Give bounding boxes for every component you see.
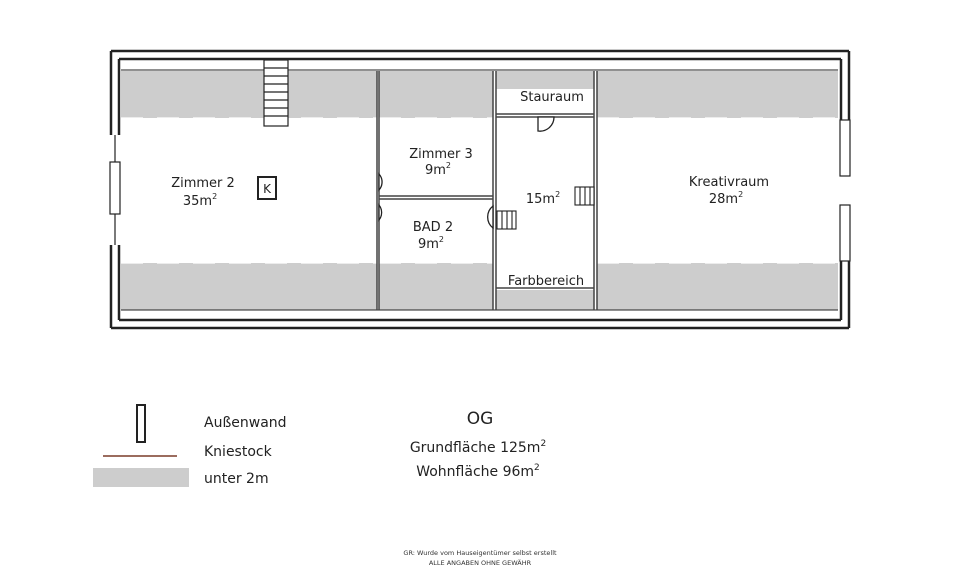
room-stauraum: Stauraum: [520, 90, 584, 105]
grundflaeche: Grundfläche 125m2: [410, 439, 546, 456]
window-right: [839, 119, 851, 177]
chimney-label: K: [263, 182, 272, 196]
legend: Außenwand Kniestock unter 2m: [93, 404, 287, 487]
area-unit-sup: 2: [555, 190, 560, 199]
door-bad2: [378, 203, 383, 222]
shade-top-right: [597, 71, 838, 118]
legend-aussenwand-label: Außenwand: [204, 415, 287, 431]
room-flur: 15m2: [526, 190, 560, 207]
room-name: Stauraum: [520, 90, 584, 105]
legend-aussenwand-symbol: [136, 404, 146, 443]
room-name: BAD 2: [413, 220, 453, 235]
shade-bottom-farb: [496, 290, 594, 310]
shade-bottom-left: [121, 263, 377, 310]
footer: GR: Wurde vom Hauseigentümer selbst erst…: [403, 549, 557, 567]
stairs-flur-left: [496, 210, 517, 230]
room-area: 9m2: [425, 161, 451, 178]
doors: [378, 116, 555, 230]
windows: [109, 119, 851, 262]
area-unit-sup: 2: [540, 439, 546, 449]
area-unit-sup: 2: [738, 190, 743, 199]
kniestock-lines: [121, 117, 838, 264]
door-zimmer3: [378, 172, 383, 192]
shade-top-left: [121, 71, 377, 118]
stairs-flur-right: [574, 186, 595, 206]
room-name: Kreativraum: [689, 175, 769, 190]
area-summary: OG Grundfläche 125m2 Wohnfläche 96m2: [410, 409, 546, 480]
room-name: Zimmer 3: [409, 147, 473, 162]
interior-walls: [376, 71, 598, 310]
window-left: [109, 161, 121, 215]
wohnflaeche: Wohnfläche 96m2: [416, 463, 540, 480]
legend-unter2m-symbol: [93, 468, 189, 487]
shade-bottom-right: [597, 263, 838, 310]
door-stauraum: [537, 116, 555, 132]
room-area: 28m2: [709, 190, 743, 207]
area-unit-sup: 2: [212, 192, 217, 201]
under-2m-zones: [121, 71, 838, 310]
window-right-2: [839, 204, 851, 262]
room-bad2: BAD 2 9m2: [413, 220, 453, 252]
area-unit-sup: 2: [446, 161, 451, 170]
stairs-top: [263, 59, 289, 127]
footer-line-1: GR: Wurde vom Hauseigentümer selbst erst…: [403, 549, 557, 557]
chimney: K: [257, 176, 277, 200]
room-kreativraum: Kreativraum 28m2: [689, 175, 769, 207]
room-area: 35m2: [183, 192, 217, 209]
area-unit-sup: 2: [439, 235, 444, 244]
room-area: 9m2: [418, 235, 444, 252]
legend-kniestock-label: Kniestock: [204, 444, 273, 460]
footer-line-2: ALLE ANGABEN OHNE GEWÄHR: [429, 558, 532, 567]
room-zimmer2: Zimmer 2 35m2: [171, 176, 235, 209]
shade-bottom-mid: [379, 263, 493, 310]
legend-unter2m-label: unter 2m: [204, 471, 269, 487]
area-unit-sup: 2: [534, 463, 540, 473]
shade-top-mid: [379, 71, 493, 118]
floor-title: OG: [467, 409, 494, 429]
room-name: Zimmer 2: [171, 176, 235, 191]
room-area: 15m2: [526, 190, 560, 207]
outer-walls: [109, 49, 851, 330]
room-name: Farbbereich: [508, 274, 584, 289]
room-farbbereich: Farbbereich: [508, 274, 584, 289]
shade-top-stauraum: [496, 71, 594, 89]
room-zimmer3: Zimmer 3 9m2: [409, 147, 473, 178]
chimney-box: [257, 176, 277, 200]
door-flur-left: [487, 204, 494, 230]
